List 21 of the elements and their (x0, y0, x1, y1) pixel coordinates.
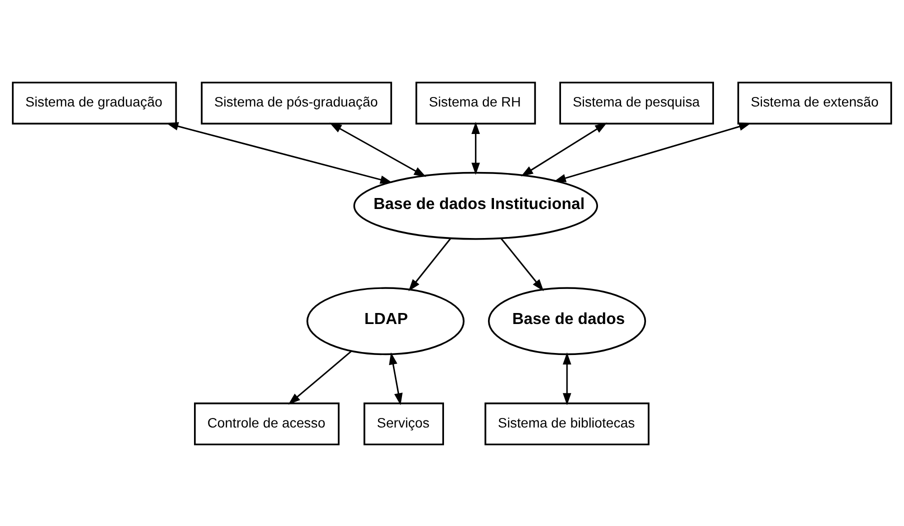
arrow (166, 122, 392, 184)
arrow (408, 238, 452, 291)
arrow (520, 122, 608, 176)
arrow (388, 352, 403, 405)
arrow (562, 352, 572, 405)
arrow (329, 122, 426, 176)
node-box: Sistema de RH (415, 81, 536, 124)
node-box: Serviços (364, 402, 444, 445)
node-ellipse: Base de dados Institucional (353, 171, 598, 240)
node-box: Sistema de pesquisa (559, 81, 714, 124)
arrow (500, 238, 544, 291)
arrow (554, 122, 752, 182)
node-box: Sistema de graduação (12, 81, 177, 124)
node-box: Sistema de extensão (737, 81, 892, 124)
node-ellipse: LDAP (306, 286, 465, 355)
node-box: Sistema de bibliotecas (484, 402, 650, 445)
arrow (288, 350, 352, 404)
arrow (471, 121, 480, 174)
node-ellipse: Base de dados (488, 286, 646, 355)
node-box: Controle de acesso (194, 402, 340, 445)
node-box: Sistema de pós-graduação (200, 81, 392, 124)
